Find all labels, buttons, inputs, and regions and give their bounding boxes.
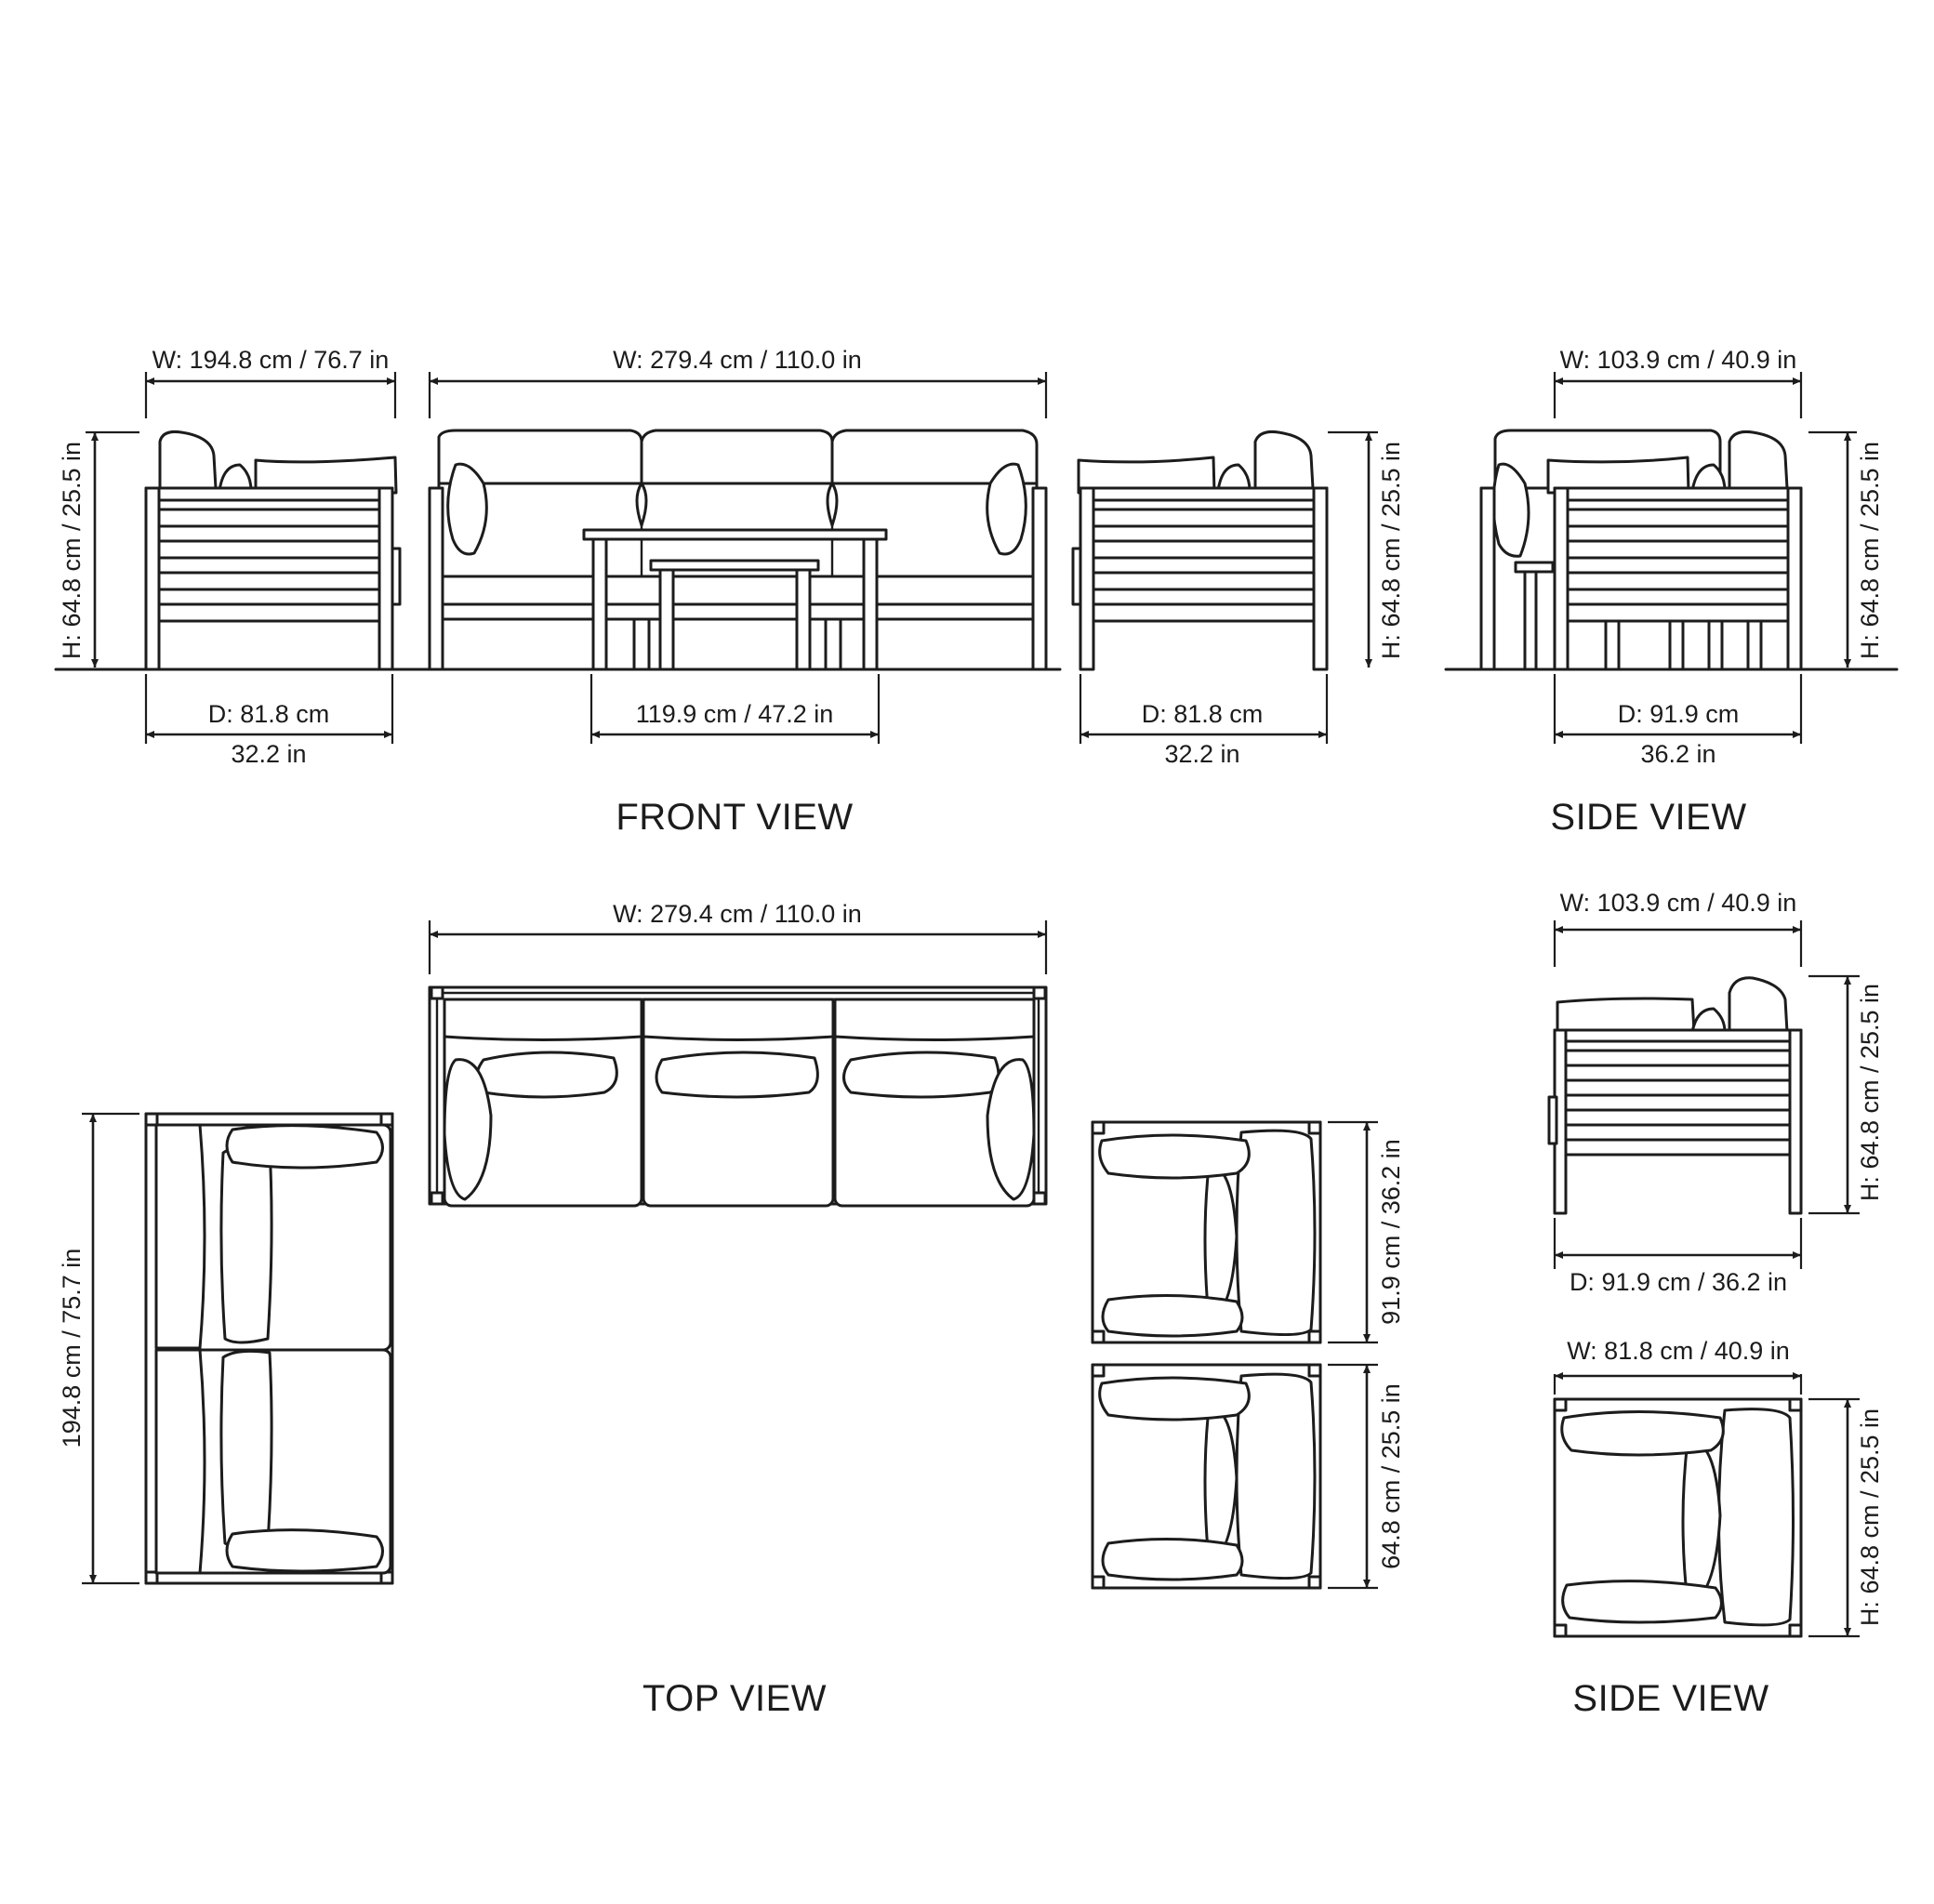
front-right-depth-in: 32.2 in: [1164, 740, 1239, 768]
front-right-depth-cm: D: 81.8 cm: [1142, 700, 1264, 728]
side-bottom-lower-chair: [1553, 1397, 1803, 1638]
side-bottom-upper-height-label: H: 64.8 cm / 25.5 in: [1856, 984, 1884, 1201]
side-view-bottom: W: 103.9 cm / 40.9 in H: 64.8 cm / 25.5 …: [1547, 889, 1884, 1719]
front-left-width-label: W: 194.8 cm / 76.7 in: [152, 346, 390, 374]
top-view: W: 279.4 cm / 110.0 in 194.8 cm / 75.7 i…: [58, 900, 1405, 1719]
front-view-title: FRONT VIEW: [616, 797, 853, 838]
side-bottom-upper-width-label: W: 103.9 cm / 40.9 in: [1560, 889, 1797, 917]
side-view-top: W: 103.9 cm / 40.9 in H: 64.8 cm / 25.5 …: [1444, 346, 1899, 838]
front-sofa: [428, 429, 1048, 671]
top-chair-lower-height-label: 64.8 cm / 25.5 in: [1377, 1383, 1405, 1569]
side-bottom-upper-chair: [1547, 976, 1803, 1215]
front-right-chair: [1071, 430, 1329, 671]
top-chair-upper: [1091, 1120, 1322, 1344]
top-sofa: [428, 985, 1048, 1208]
side-view-top-title: SIDE VIEW: [1550, 797, 1746, 838]
top-view-title: TOP VIEW: [642, 1678, 827, 1719]
top-chair-lower: [1091, 1363, 1322, 1590]
side-top-depth-in: 36.2 in: [1640, 740, 1715, 768]
top-chair-upper-depth-label: 91.9 cm / 36.2 in: [1377, 1139, 1405, 1325]
side-bottom-upper-depth-label: D: 91.9 cm / 36.2 in: [1570, 1268, 1787, 1296]
front-left-chair: [144, 430, 402, 671]
side-top-depth-cm: D: 91.9 cm: [1618, 700, 1740, 728]
side-view-bottom-title: SIDE VIEW: [1572, 1678, 1768, 1719]
top-sofa-width-label: W: 279.4 cm / 110.0 in: [613, 900, 862, 928]
front-sofa-width-label: W: 279.4 cm / 110.0 in: [613, 346, 862, 374]
front-right-height-label: H: 64.8 cm / 25.5 in: [1377, 442, 1405, 659]
top-loveseat-length-label: 194.8 cm / 75.7 in: [58, 1249, 86, 1448]
front-left-depth-cm: D: 81.8 cm: [208, 700, 330, 728]
top-loveseat: [144, 1112, 394, 1585]
front-table-width-label: 119.9 cm / 47.2 in: [636, 700, 834, 728]
front-view: W: 194.8 cm / 76.7 in W: 279.4 cm / 110.…: [54, 346, 1405, 838]
side-top-height-label: H: 64.8 cm / 25.5 in: [1856, 442, 1884, 659]
side-bottom-lower-width-label: W: 81.8 cm / 40.9 in: [1567, 1337, 1790, 1365]
side-bottom-lower-height-label: H: 64.8 cm / 25.5 in: [1856, 1408, 1884, 1626]
front-left-depth-in: 32.2 in: [231, 740, 306, 768]
side-top-width-label: W: 103.9 cm / 40.9 in: [1560, 346, 1797, 374]
front-left-height-label: H: 64.8 cm / 25.5 in: [58, 442, 86, 659]
